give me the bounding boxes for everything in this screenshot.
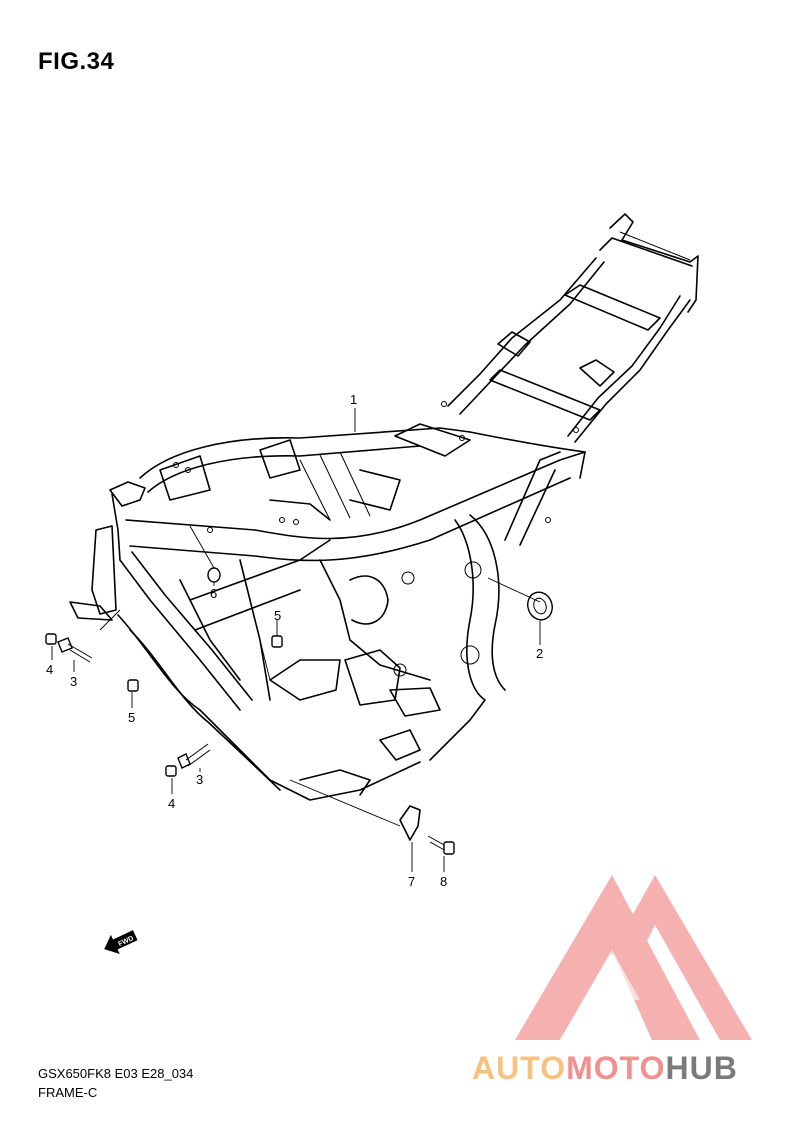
nut-center-part[interactable] <box>271 635 283 648</box>
watermark-logo <box>515 875 752 1040</box>
callout-5-left: 5 <box>128 710 135 725</box>
nut-mid-left-part[interactable] <box>127 679 139 692</box>
cap-part[interactable] <box>524 589 556 624</box>
cover-part[interactable] <box>207 567 221 583</box>
callout-7: 7 <box>408 874 415 889</box>
callout-8: 8 <box>440 874 447 889</box>
watermark-text: AUTOMOTOHUB <box>472 1050 738 1087</box>
callout-3-bottom: 3 <box>196 772 203 787</box>
watermark-hub: HUB <box>665 1050 738 1086</box>
callout-2: 2 <box>536 646 543 661</box>
motorcycle-frame[interactable] <box>69 213 699 841</box>
nut-left-part[interactable] <box>45 633 57 645</box>
section-name: FRAME-C <box>38 1085 98 1100</box>
callout-1: 1 <box>350 392 357 407</box>
callout-5-center: 5 <box>274 608 281 623</box>
fwd-arrow-icon: FWD <box>104 930 138 954</box>
figure-title: FIG.34 <box>38 48 115 75</box>
callout-4-bottom: 4 <box>168 796 175 811</box>
bolt-bracket-part[interactable] <box>427 835 455 855</box>
bolt-bottom-part[interactable] <box>177 743 211 769</box>
callout-3-left: 3 <box>70 674 77 689</box>
watermark-auto: AUTO <box>472 1050 567 1086</box>
nut-bottom-part[interactable] <box>165 765 177 777</box>
watermark-moto: MOTO <box>566 1050 666 1086</box>
footer: GSX650FK8 E03 E28_034 FRAME-C <box>38 1064 193 1102</box>
bolt-left-part[interactable] <box>57 637 93 663</box>
model-code: GSX650FK8 E03 E28_034 <box>38 1066 194 1081</box>
callout-6: 6 <box>210 586 217 601</box>
callout-4-left: 4 <box>46 662 53 677</box>
leader-lines <box>51 408 541 872</box>
